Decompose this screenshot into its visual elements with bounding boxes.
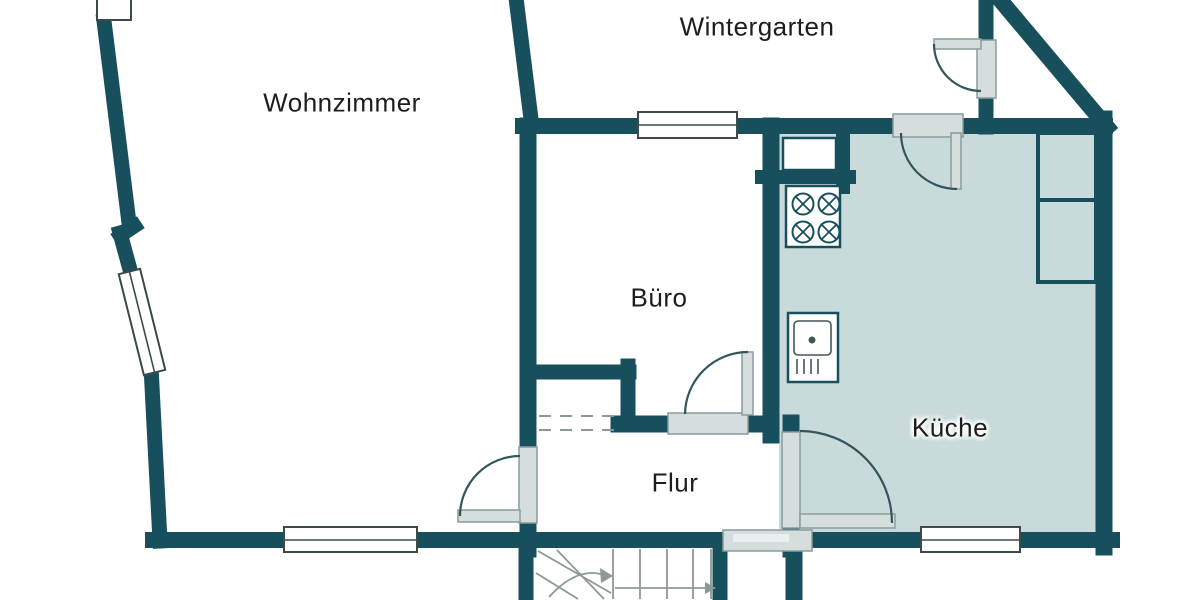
stove-burners-icon (784, 184, 842, 249)
stair-direction-arrow (548, 568, 716, 598)
door-swing-icons (457, 38, 997, 552)
kitchen-counter-icon (1036, 131, 1098, 284)
room-label-buero: Büro (630, 282, 688, 313)
kitchen-appliances (781, 136, 842, 384)
room-label-kueche: Küche (911, 412, 989, 443)
staircase-icon (535, 549, 716, 600)
room-label-wohnzimmer: Wohnzimmer (263, 87, 421, 118)
door-swing-icon (457, 446, 538, 524)
window-icon (283, 526, 418, 553)
sink-icon (786, 311, 840, 384)
door-swing-icon (781, 429, 896, 529)
window-icon (637, 111, 738, 139)
door-swing-icon (932, 38, 997, 99)
entry-threshold (722, 529, 813, 552)
window-icon (96, 0, 132, 21)
room-label-wintergarten: Wintergarten (679, 11, 835, 42)
room-label-flur: Flur (651, 467, 699, 498)
dashed-opening (539, 415, 615, 431)
door-swing-icon (892, 113, 964, 191)
cupboard-box (781, 136, 838, 172)
window-icons (96, 0, 1021, 553)
walls (95, 0, 1120, 600)
door-swing-icon (667, 350, 754, 435)
window-icon (920, 526, 1021, 553)
window-icon (117, 267, 167, 377)
